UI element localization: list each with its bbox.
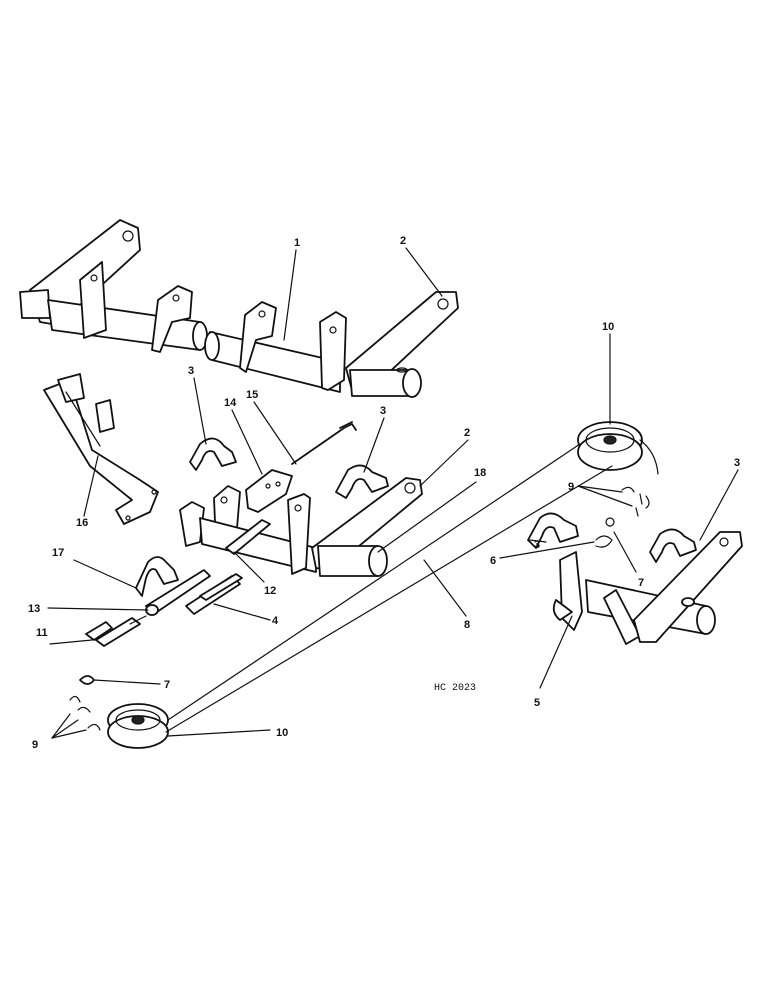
callout-3-a: 3 — [188, 365, 194, 377]
lower-shaft-assembly — [179, 477, 423, 577]
clamp-c — [527, 512, 579, 549]
callout-1: 1 — [294, 237, 300, 249]
leader-lines — [47, 247, 739, 739]
clamp-b — [335, 464, 389, 499]
callout-2-lower: 2 — [464, 427, 470, 439]
callout-7-right: 7 — [638, 577, 644, 589]
cable — [165, 443, 613, 733]
link-assembly — [79, 556, 243, 685]
callout-16: 16 — [76, 517, 88, 529]
right-shaft-assembly — [552, 531, 743, 645]
upright-post — [43, 373, 159, 525]
clamp-a — [189, 437, 237, 471]
callout-14: 14 — [224, 397, 237, 409]
main-shaft-assembly — [19, 219, 459, 398]
callout-5: 5 — [534, 697, 540, 709]
shackle-hardware — [69, 486, 650, 731]
callout-9-right: 9 — [568, 481, 574, 493]
callout-6: 6 — [490, 555, 496, 567]
upper-pulley — [577, 421, 659, 475]
callout-17: 17 — [52, 547, 64, 559]
callout-7-left: 7 — [164, 679, 170, 691]
callout-10-lower: 10 — [276, 727, 288, 739]
callout-10-upper: 10 — [602, 321, 614, 333]
callout-2-upper: 2 — [400, 235, 406, 247]
drawing-code: HC 2023 — [434, 683, 476, 694]
clamp-d — [649, 528, 697, 563]
callout-3-d: 3 — [734, 457, 740, 469]
callout-8: 8 — [464, 619, 470, 631]
callout-13: 13 — [28, 603, 40, 615]
lower-pulley — [107, 703, 169, 749]
callout-18: 18 — [474, 467, 486, 479]
control-rod — [291, 421, 357, 465]
callout-4: 4 — [272, 615, 279, 627]
callout-3-b: 3 — [380, 405, 386, 417]
callout-12: 12 — [264, 585, 276, 597]
callout-labels: 1 2 3 14 15 3 2 18 10 3 9 3 6 7 16 17 12… — [28, 235, 740, 751]
callout-3-c: 3 — [534, 539, 540, 551]
callout-11: 11 — [36, 627, 48, 639]
callout-15: 15 — [246, 389, 258, 401]
callout-9-left: 9 — [32, 739, 38, 751]
pivot-bracket — [245, 469, 293, 513]
